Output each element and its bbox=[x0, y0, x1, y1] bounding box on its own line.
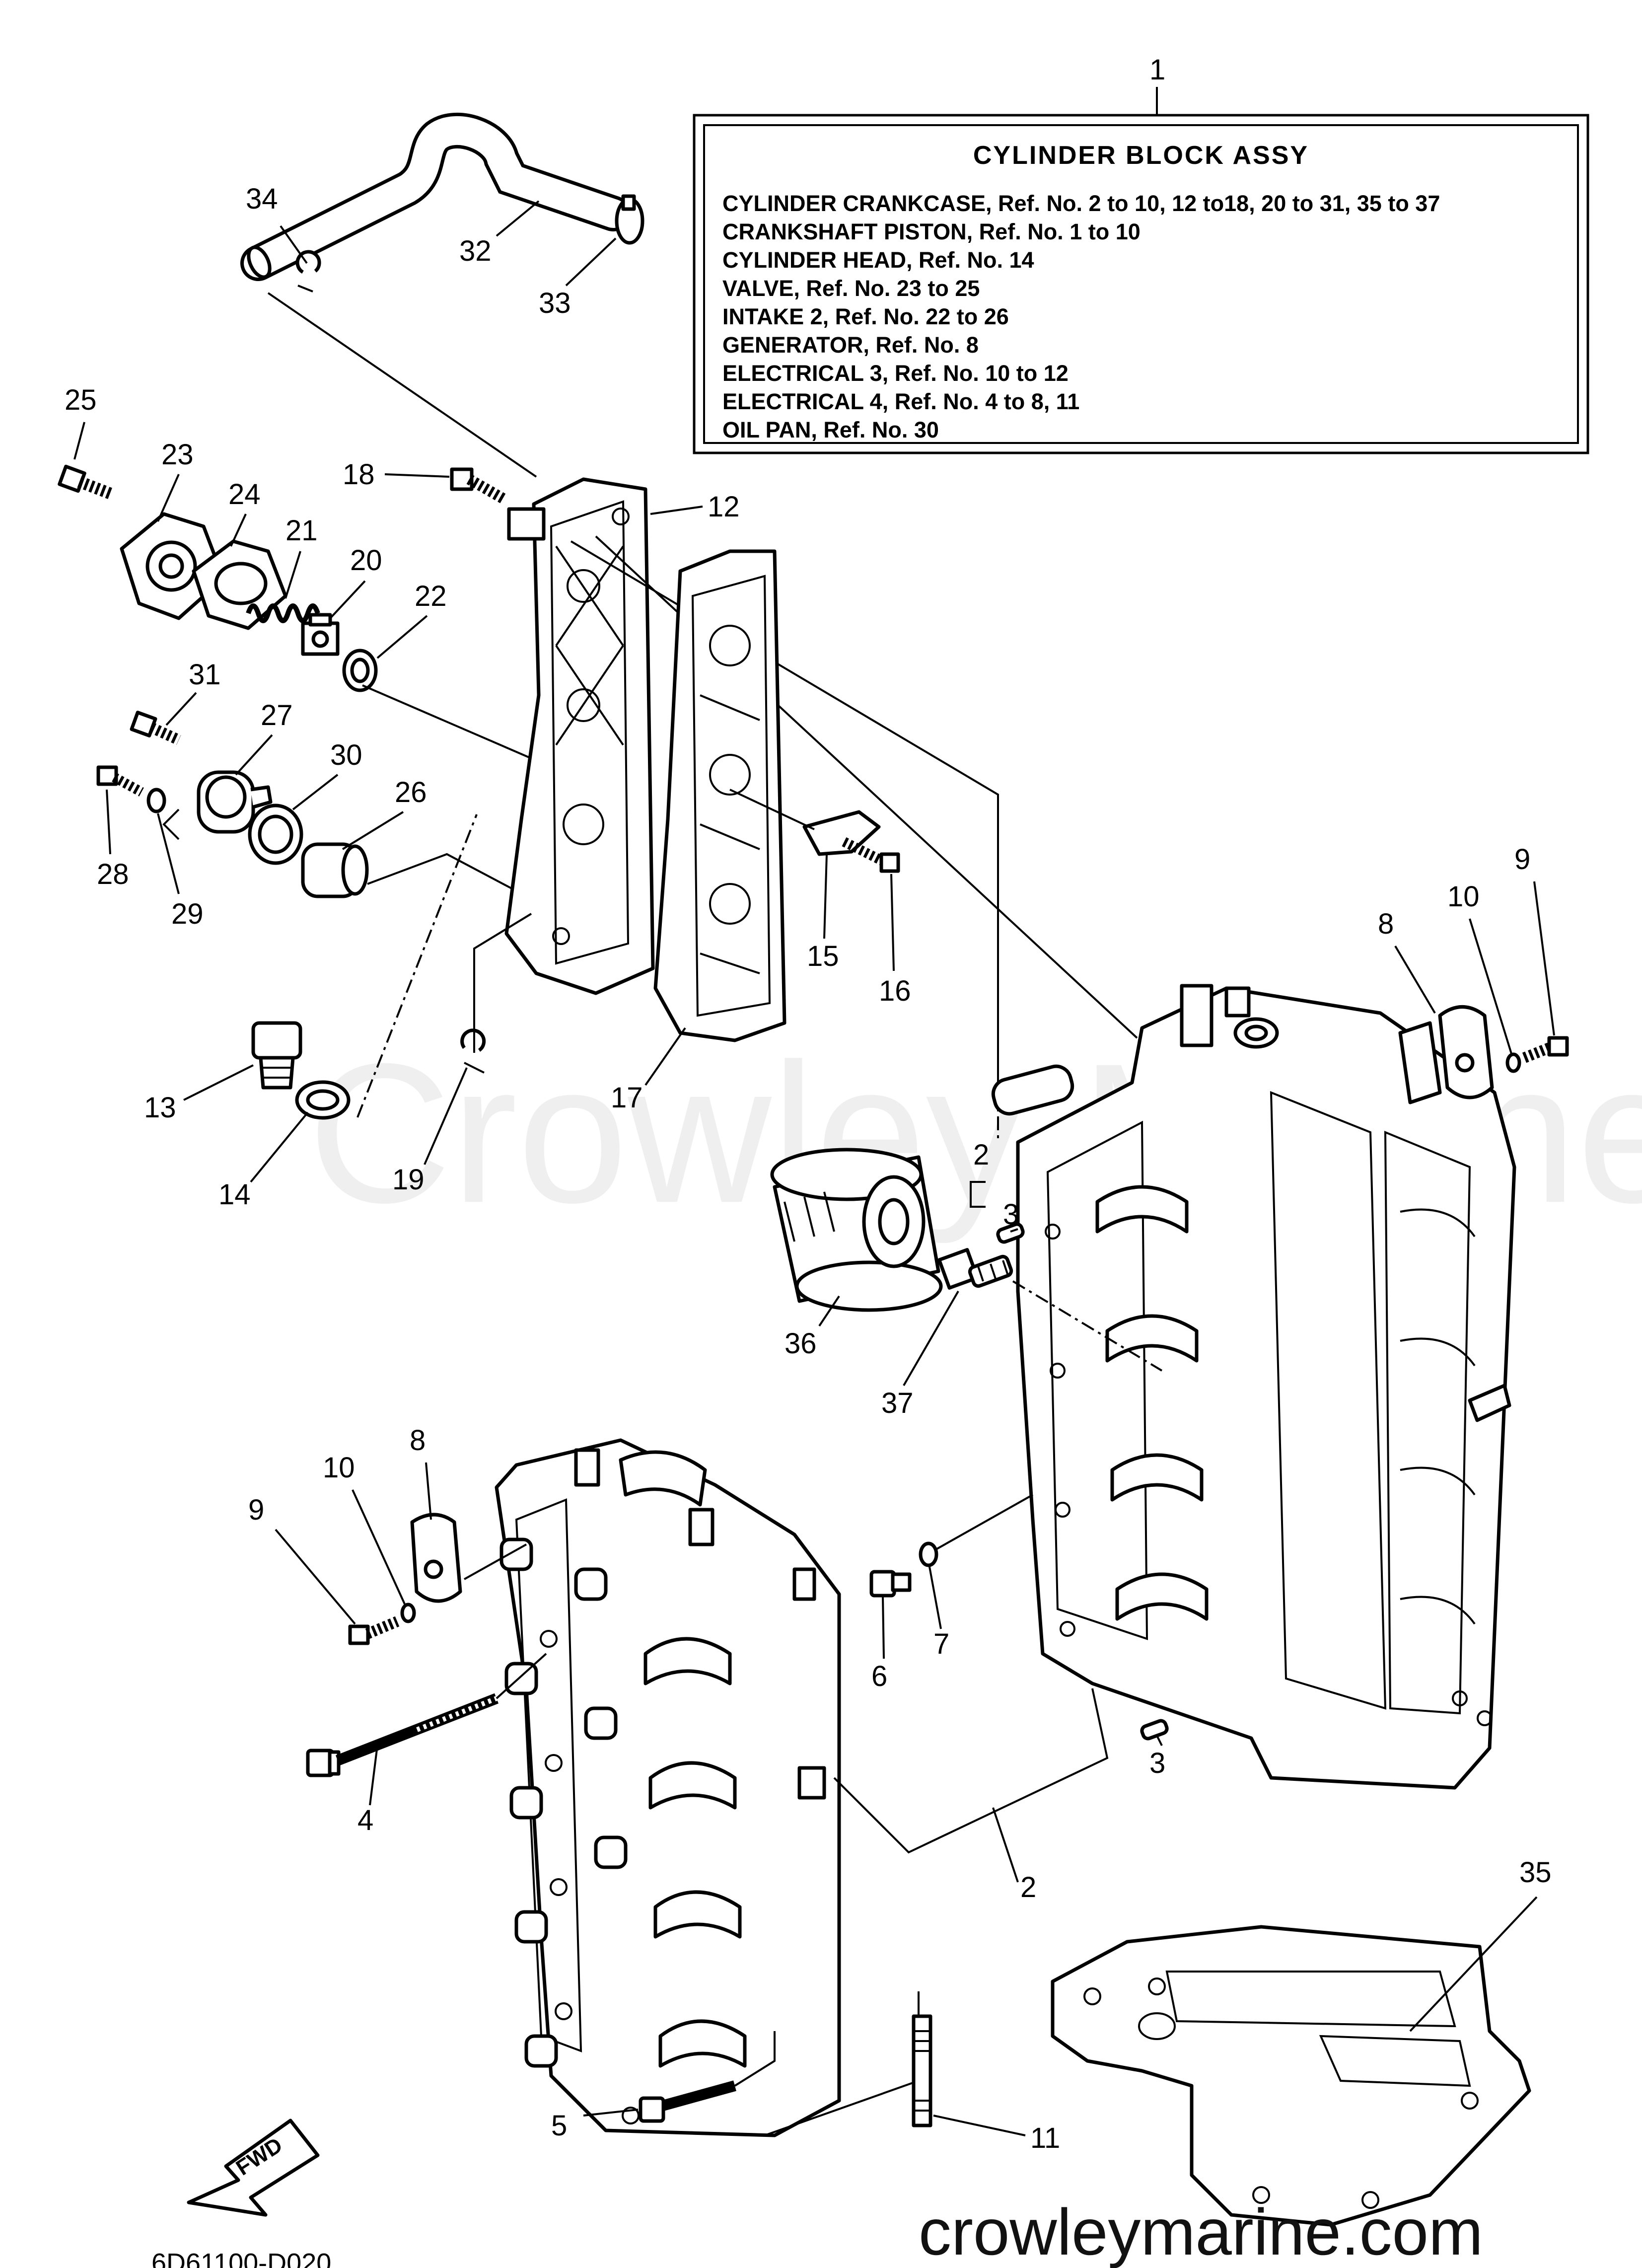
callout-16: 16 bbox=[879, 975, 911, 1007]
callout-8-upper: 8 bbox=[1378, 908, 1394, 940]
callout-23: 23 bbox=[161, 439, 194, 471]
callout-20: 20 bbox=[350, 544, 382, 577]
legend-title: CYLINDER BLOCK ASSY bbox=[973, 141, 1309, 170]
callout-26: 26 bbox=[395, 776, 427, 808]
dowel-3-lower bbox=[1140, 1719, 1169, 1741]
callout-19: 19 bbox=[392, 1164, 425, 1196]
cylinder-block-2 bbox=[991, 984, 1516, 1790]
callout-29: 29 bbox=[171, 898, 204, 930]
callout-12: 12 bbox=[708, 491, 740, 523]
callout-7: 7 bbox=[933, 1628, 949, 1660]
callout-30: 30 bbox=[330, 739, 362, 771]
callout-31: 31 bbox=[189, 658, 221, 691]
bolt-4 bbox=[306, 1693, 499, 1777]
callout-28: 28 bbox=[97, 858, 129, 890]
callout-1: 1 bbox=[1149, 54, 1165, 86]
callout-24: 24 bbox=[228, 478, 261, 511]
bracket-15 bbox=[802, 810, 881, 856]
legend-line: CYLINDER CRANKCASE, Ref. No. 2 to 10, 12… bbox=[722, 191, 1440, 216]
bolt-25 bbox=[58, 464, 114, 500]
callout-21: 21 bbox=[286, 514, 318, 547]
hose-32 bbox=[240, 112, 631, 281]
callout-10-lower: 10 bbox=[323, 1452, 355, 1484]
callout-18: 18 bbox=[343, 458, 375, 491]
legend-line: INTAKE 2, Ref. No. 22 to 26 bbox=[722, 304, 1009, 329]
washer-10-lower bbox=[400, 1603, 416, 1623]
washer-10-upper bbox=[1505, 1052, 1521, 1073]
clip-34 bbox=[295, 250, 321, 293]
cylinder-head-12 bbox=[504, 477, 655, 995]
callout-34: 34 bbox=[246, 183, 278, 215]
washer-14 bbox=[295, 1080, 351, 1120]
legend-box: 1 CYLINDER BLOCK ASSY CYLINDER CRANKCASE… bbox=[693, 54, 1589, 454]
callout-33: 33 bbox=[539, 287, 571, 319]
callout-10-upper: 10 bbox=[1447, 880, 1480, 913]
callout-17: 17 bbox=[611, 1082, 643, 1114]
fitting-37 bbox=[937, 1248, 1013, 1290]
diagram-code: 6D61100-D020 bbox=[151, 2248, 331, 2268]
callout-5: 5 bbox=[551, 2110, 567, 2142]
anode-26 bbox=[301, 842, 369, 898]
callout-4: 4 bbox=[357, 1804, 373, 1836]
callout-25: 25 bbox=[65, 384, 97, 416]
legend-line: CRANKSHAFT PISTON, Ref. No. 1 to 10 bbox=[722, 219, 1141, 244]
stud-11 bbox=[912, 2014, 932, 2127]
callout-9-lower: 9 bbox=[248, 1494, 264, 1526]
callout-9-upper: 9 bbox=[1514, 843, 1530, 876]
callout-35: 35 bbox=[1519, 1856, 1552, 1889]
bolt-16 bbox=[842, 837, 900, 873]
callout-36: 36 bbox=[785, 1327, 817, 1360]
callout-32: 32 bbox=[459, 235, 492, 267]
legend-line: GENERATOR, Ref. No. 8 bbox=[722, 332, 979, 358]
legend-line: VALVE, Ref. No. 23 to 25 bbox=[722, 276, 980, 301]
bolt-6 bbox=[869, 1570, 912, 1598]
callout-15: 15 bbox=[807, 940, 839, 972]
legend-line: ELECTRICAL 3, Ref. No. 10 to 12 bbox=[722, 361, 1069, 386]
callout-13: 13 bbox=[144, 1092, 176, 1124]
legend-line: CYLINDER HEAD, Ref. No. 14 bbox=[722, 247, 1034, 273]
thermostat-cover-23 bbox=[120, 512, 225, 620]
spring-21 bbox=[246, 603, 320, 623]
callout-6: 6 bbox=[871, 1660, 887, 1692]
washer-7 bbox=[919, 1541, 938, 1567]
bolt-9-upper bbox=[1522, 1036, 1569, 1063]
callout-2-lower: 2 bbox=[1020, 1871, 1036, 1903]
legend-line: ELECTRICAL 4, Ref. No. 4 to 8, 11 bbox=[722, 389, 1079, 414]
washer-29 bbox=[146, 788, 166, 813]
bolt-28 bbox=[96, 765, 144, 797]
cover-27 bbox=[197, 770, 273, 834]
hose-clamp-33 bbox=[615, 194, 644, 245]
callout-14: 14 bbox=[218, 1178, 251, 1211]
callout-3-upper: 3 bbox=[1003, 1198, 1019, 1231]
site-url: crowleymarine.com bbox=[919, 2195, 1483, 2268]
callout-22: 22 bbox=[415, 580, 447, 612]
head-gasket-17 bbox=[653, 549, 786, 1042]
grommet-22 bbox=[342, 649, 378, 692]
callout-3-lower: 3 bbox=[1149, 1747, 1165, 1779]
callout-37: 37 bbox=[881, 1387, 914, 1419]
callout-11: 11 bbox=[1030, 2122, 1060, 2154]
bolt-9-lower bbox=[348, 1616, 400, 1645]
legend-frame bbox=[693, 114, 1589, 454]
bolt-18 bbox=[450, 467, 507, 504]
callout-27: 27 bbox=[261, 699, 293, 732]
grommet-30 bbox=[248, 804, 303, 865]
plug-13 bbox=[251, 1021, 302, 1090]
bracket-8-lower bbox=[410, 1513, 462, 1603]
thermostat-20 bbox=[301, 613, 340, 656]
fwd-arrow-icon: FWD bbox=[187, 2119, 320, 2217]
bracket-8-upper bbox=[1438, 1005, 1494, 1099]
callout-2-upper: 2 bbox=[973, 1139, 989, 1171]
bolt-31 bbox=[130, 711, 181, 745]
bolt-5 bbox=[639, 2080, 736, 2123]
crankcase-2 bbox=[495, 1438, 841, 2137]
legend-line: OIL PAN, Ref. No. 30 bbox=[722, 417, 939, 442]
oil-filter-36 bbox=[770, 1148, 943, 1312]
gasket-35 bbox=[1051, 1925, 1531, 2227]
callout-8-lower: 8 bbox=[410, 1424, 426, 1457]
